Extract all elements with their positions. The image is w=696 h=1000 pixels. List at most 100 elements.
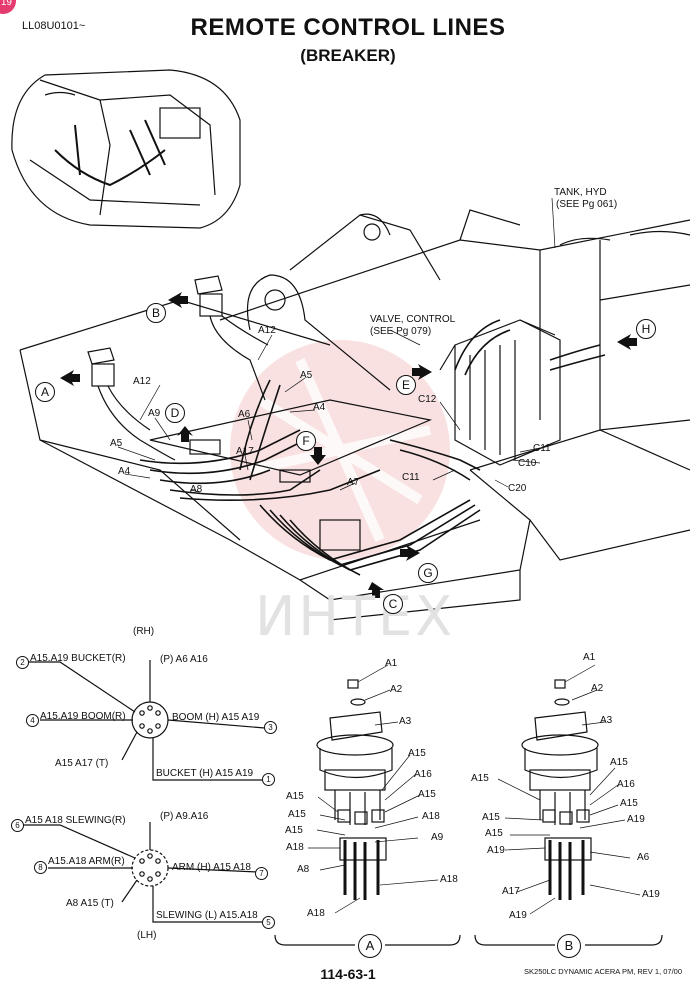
- callout-h: H: [636, 319, 656, 339]
- detail-b-part: A19: [509, 910, 527, 921]
- machine-overview: [11, 69, 241, 229]
- leader-lines: [117, 197, 556, 493]
- part-label: A4: [313, 402, 326, 413]
- detail-a-part: A3: [399, 716, 412, 727]
- pilot-valve-b: [194, 275, 269, 401]
- rh-pattern-diagram: [28, 660, 266, 781]
- detail-a-part: A8: [297, 864, 310, 875]
- detail-a-part: A18: [307, 908, 325, 919]
- detail-b-part: A15: [620, 798, 638, 809]
- port-number: 2: [16, 656, 29, 669]
- detail-b-part: A15: [485, 828, 503, 839]
- detail-a-part: A15: [286, 791, 304, 802]
- detail-b-part: A15: [471, 773, 489, 784]
- manifold: [189, 439, 361, 551]
- rh-t-label: A15 A17 (T): [55, 758, 109, 769]
- rh-heading: (RH): [133, 626, 155, 637]
- part-label: C20: [508, 483, 527, 494]
- detail-a-leaders: [308, 664, 439, 914]
- port-number: 7: [255, 867, 268, 880]
- page-subtitle: (BREAKER): [300, 46, 396, 65]
- part-label: C10: [518, 458, 537, 469]
- detail-a-part: A18: [440, 874, 458, 885]
- tank-label: TANK, HYD: [554, 187, 607, 198]
- part-label: A4: [118, 466, 131, 477]
- callout-b: B: [146, 303, 166, 323]
- tank-outline: [539, 219, 691, 431]
- page-number: 114-63-1: [320, 966, 376, 982]
- lh-pattern-diagram: [22, 822, 262, 923]
- detail-b-part: A16: [617, 779, 635, 790]
- port-number: 8: [34, 861, 47, 874]
- lh-arm-r-label: A15.A18 ARM(R): [48, 856, 125, 867]
- callout-arrows: [60, 292, 637, 598]
- callout-c: C: [383, 594, 403, 614]
- detail-b-valve: [521, 679, 599, 900]
- port-number: 5: [262, 916, 275, 929]
- part-label: A12: [133, 376, 151, 387]
- control-valve: [439, 319, 606, 466]
- detail-a-part: A18: [286, 842, 304, 853]
- callout-a: A: [35, 382, 55, 402]
- port-number: 3: [264, 721, 277, 734]
- rh-p-label: (P) A6 A16: [160, 654, 208, 665]
- rh-bucket-h-label: BUCKET (H) A15 A19: [156, 768, 254, 779]
- rh-bucket-r-label: A15.A19 BUCKET(R): [30, 653, 126, 664]
- lh-t-label: A8 A15 (T): [66, 898, 114, 909]
- detail-b-part: A15: [610, 757, 628, 768]
- detail-b-part: A17: [502, 886, 520, 897]
- detail-a-part: A16: [414, 769, 432, 780]
- port-number: 4: [26, 714, 39, 727]
- lh-slewing-l-label: SLEWING (L) A15.A18: [156, 910, 258, 921]
- detail-a-part: A1: [385, 658, 398, 669]
- part-label: A9: [148, 408, 161, 419]
- detail-brackets: [274, 934, 663, 946]
- detail-b-part: A15: [482, 812, 500, 823]
- lh-arm-h-label: ARM (H) A15 A18: [172, 862, 251, 873]
- document-code: LL08U0101~: [22, 20, 86, 32]
- valve-label: VALVE, CONTROL: [370, 314, 456, 325]
- lh-heading: (LH): [137, 930, 157, 941]
- rh-boom-h-label: BOOM (H) A15 A19: [172, 712, 260, 723]
- detail-a-part: A18: [422, 811, 440, 822]
- valve-ref: (SEE Pg 079): [370, 326, 432, 337]
- port-number: 6: [11, 819, 24, 832]
- callout-d: D: [165, 403, 185, 423]
- part-label: A5: [300, 370, 313, 381]
- lh-slewing-r-label: A15 A18 SLEWING(R): [25, 815, 126, 826]
- detail-a-label: A: [358, 934, 382, 958]
- part-label: C11: [533, 443, 551, 454]
- callout-e: E: [396, 375, 416, 395]
- part-label: C11: [402, 472, 420, 483]
- watermark-text: ИНТЕХ: [255, 585, 456, 648]
- detail-b-part: A3: [600, 715, 613, 726]
- callout-f: F: [296, 431, 316, 451]
- detail-a-part: A9: [431, 832, 444, 843]
- detail-b-part: A2: [591, 683, 604, 694]
- part-label: C12: [418, 394, 437, 405]
- part-label: A17: [236, 446, 254, 457]
- detail-b-leaders: [497, 664, 641, 915]
- detail-a-valve: [316, 679, 394, 900]
- detail-b-part: A19: [642, 889, 660, 900]
- port-number: 1: [262, 773, 275, 786]
- tank-ref: (SEE Pg 061): [556, 199, 618, 210]
- part-label: A5: [110, 438, 123, 449]
- part-label: A12: [258, 325, 276, 336]
- part-label: A7: [347, 477, 360, 488]
- detail-a-part: A15: [408, 748, 426, 759]
- detail-a-part: A15: [285, 825, 303, 836]
- part-label: A6: [238, 409, 251, 420]
- detail-b-part: A19: [627, 814, 645, 825]
- boom-bracket: [246, 213, 441, 391]
- detail-a-part: A15: [288, 809, 306, 820]
- part-label: A8: [190, 484, 203, 495]
- pilot-valve-a: [87, 347, 176, 461]
- callout-g: G: [418, 563, 438, 583]
- detail-b-part: A19: [487, 845, 505, 856]
- rh-boom-r-label: A15.A19 BOOM(R): [40, 711, 126, 722]
- page-title: REMOTE CONTROL LINES: [190, 14, 506, 41]
- detail-b-part: A6: [637, 852, 650, 863]
- detail-b-part: A1: [583, 652, 596, 663]
